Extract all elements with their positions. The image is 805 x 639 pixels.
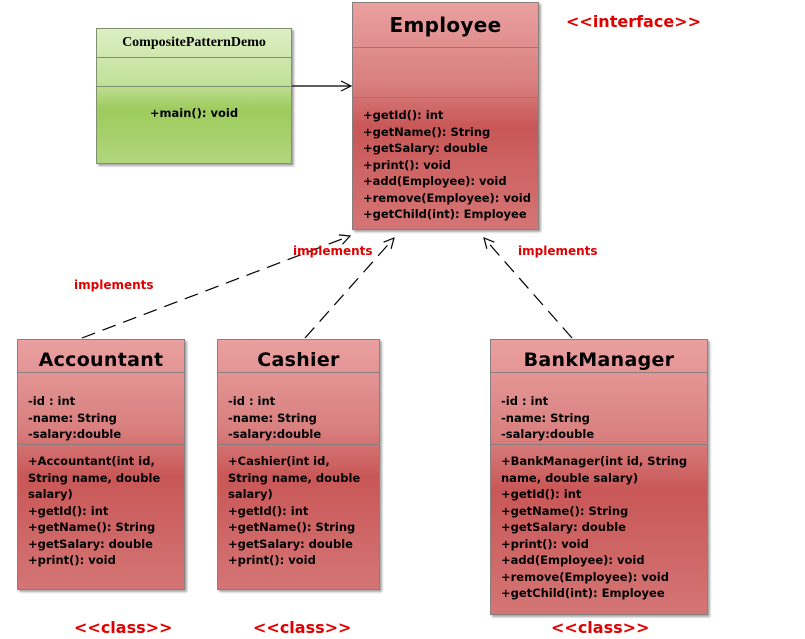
accountant-class-box: Accountant -id : int -name: String -sala…	[17, 339, 185, 590]
cashier-operations: +Cashier(int id, String name, double sal…	[218, 444, 379, 575]
cashier-operation: +getSalary: double	[228, 536, 353, 551]
implements-arrow-cashier	[304, 238, 394, 339]
implements-label-accountant: implements	[74, 278, 154, 292]
accountant-operation: +getSalary: double	[28, 536, 153, 551]
bank-manager-operation: +getId(): int	[501, 487, 582, 501]
bank-manager-name: BankManager	[523, 349, 675, 371]
accountant-operations: +Accountant(int id, String name, double …	[18, 444, 184, 575]
cashier-operation: +getId(): int	[228, 503, 309, 518]
cashier-operation: +getName(): String	[228, 520, 356, 534]
composite-demo-class-box: CompositePatternDemo +main(): void	[96, 28, 292, 164]
employee-operation: +getChild(int): Employee	[363, 207, 527, 221]
employee-stereotype: <<interface>>	[566, 12, 701, 31]
cashier-attribute: -salary:double	[228, 427, 322, 441]
employee-operation: +getId(): int	[363, 108, 444, 122]
employee-operation: +add(Employee): void	[363, 174, 507, 188]
implements-label-bank-manager: implements	[518, 244, 598, 258]
bank-manager-attributes: -id : int -name: String -salary:double	[491, 372, 707, 444]
employee-name: Employee	[389, 13, 502, 37]
cashier-class-box: Cashier -id : int -name: String -salary:…	[217, 339, 380, 590]
bank-manager-attribute: -name: String	[501, 410, 590, 425]
cashier-attributes: -id : int -name: String -salary:double	[218, 372, 379, 444]
cashier-attribute: -name: String	[228, 410, 317, 425]
bank-manager-class-box: BankManager -id : int -name: String -sal…	[490, 339, 708, 615]
employee-operation: +getSalary: double	[363, 141, 488, 155]
accountant-operation: +getId(): int	[28, 503, 109, 518]
accountant-operation: +getName(): String	[28, 520, 156, 534]
bank-manager-operation: +getChild(int): Employee	[501, 586, 665, 600]
implements-arrow-bank-manager	[484, 238, 573, 339]
accountant-stereotype: <<class>>	[74, 618, 173, 637]
composite-demo-operations: +main(): void	[97, 86, 291, 163]
bank-manager-operation: +BankManager(int id, String name, double…	[501, 454, 688, 485]
bank-manager-operation: +print(): void	[501, 536, 589, 551]
bank-manager-attribute: -id : int	[501, 394, 549, 408]
accountant-operation: +Accountant(int id, String name, double …	[28, 454, 161, 501]
accountant-name: Accountant	[38, 349, 164, 371]
accountant-attributes: -id : int -name: String -salary:double	[18, 372, 184, 444]
employee-operations: +getId(): int +getName(): String +getSal…	[353, 97, 538, 229]
cashier-name: Cashier	[257, 349, 340, 371]
bank-manager-attribute: -salary:double	[501, 427, 595, 441]
employee-operation: +getName(): String	[363, 124, 491, 139]
accountant-attribute: -salary:double	[28, 427, 122, 441]
accountant-attribute: -name: String	[28, 410, 117, 425]
composite-demo-operation: +main(): void	[149, 106, 239, 120]
employee-interface-box: Employee +getId(): int +getName(): Strin…	[352, 2, 539, 230]
accountant-attribute: -id : int	[28, 394, 76, 408]
bank-manager-operation: +getName(): String	[501, 503, 629, 518]
cashier-attribute: -id : int	[228, 394, 276, 408]
bank-manager-operation: +getSalary: double	[501, 520, 626, 534]
composite-demo-name: CompositePatternDemo	[122, 35, 266, 50]
cashier-operation: +Cashier(int id, String name, double sal…	[228, 454, 361, 501]
bank-manager-operations: +BankManager(int id, String name, double…	[491, 444, 707, 608]
employee-operation: +remove(Employee): void	[363, 190, 531, 205]
employee-operation: +print(): void	[363, 157, 451, 172]
bank-manager-stereotype: <<class>>	[551, 618, 650, 637]
cashier-operation: +print(): void	[228, 553, 316, 567]
implements-label-cashier: implements	[293, 244, 373, 258]
implements-arrow-accountant	[81, 236, 350, 339]
employee-attributes	[353, 47, 538, 97]
bank-manager-operation: +remove(Employee): void	[501, 569, 669, 584]
bank-manager-operation: +add(Employee): void	[501, 553, 645, 567]
cashier-stereotype: <<class>>	[253, 618, 352, 637]
accountant-operation: +print(): void	[28, 553, 116, 567]
composite-demo-attributes	[97, 57, 291, 86]
